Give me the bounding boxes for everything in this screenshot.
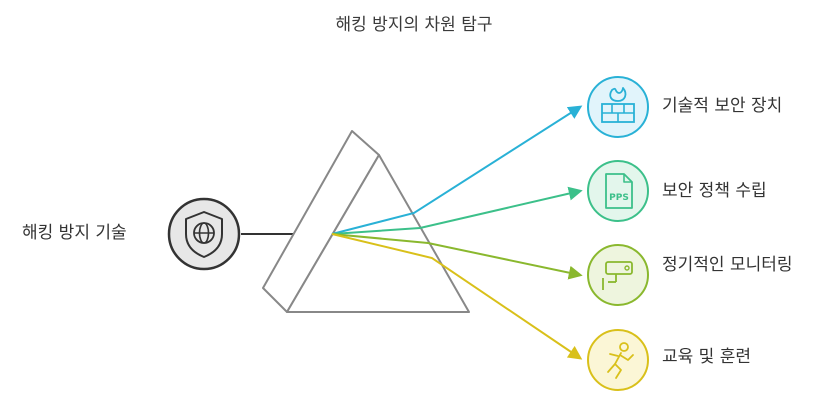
output-label-technical: 기술적 보안 장치 [662,96,783,116]
diagram-title: 해킹 방지의 차원 탐구 [335,15,493,35]
source-label: 해킹 방지 기술 [22,223,127,243]
beam-monitoring [331,233,583,280]
output-label-training: 교육 및 훈련 [662,347,752,367]
shield-globe-icon [167,197,241,271]
running-person-icon [587,329,649,391]
pps-document-icon: PPS [587,160,649,222]
beam-technical [331,105,583,235]
security-camera-icon [587,244,649,306]
output-label-policy: 보안 정책 수립 [662,181,767,201]
beam-policy [331,186,583,235]
output-label-monitoring: 정기적인 모니터링 [662,255,793,275]
pps-icon-text: PPS [609,193,629,203]
beam-training [331,233,583,360]
firewall-icon [587,76,649,138]
prism [262,130,470,313]
